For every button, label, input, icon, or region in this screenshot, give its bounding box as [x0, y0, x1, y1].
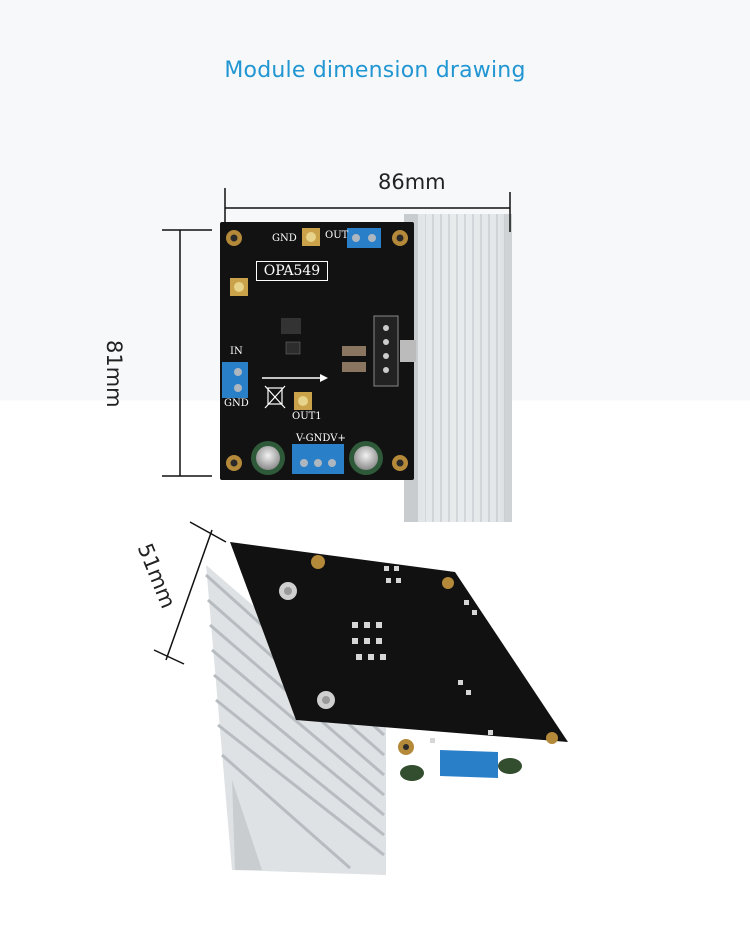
- board-label-power: V-GNDV+: [296, 433, 346, 444]
- board-label-in: IN: [230, 346, 243, 357]
- board-chip-name: OPA549: [256, 261, 328, 281]
- board-label-gnd-top: GND: [272, 233, 297, 244]
- board-label-out-top: OUT: [325, 230, 349, 241]
- pcb-top: [220, 222, 416, 480]
- dimension-height-label: 81mm: [102, 340, 126, 408]
- dimension-lines: [153, 188, 511, 665]
- dimension-width-label: 86mm: [378, 170, 446, 194]
- page-title: Module dimension drawing: [224, 58, 526, 83]
- pcb-bottom: [230, 542, 568, 781]
- board-label-out1: OUT1: [292, 411, 322, 422]
- board-label-gnd-left: GND: [224, 398, 249, 409]
